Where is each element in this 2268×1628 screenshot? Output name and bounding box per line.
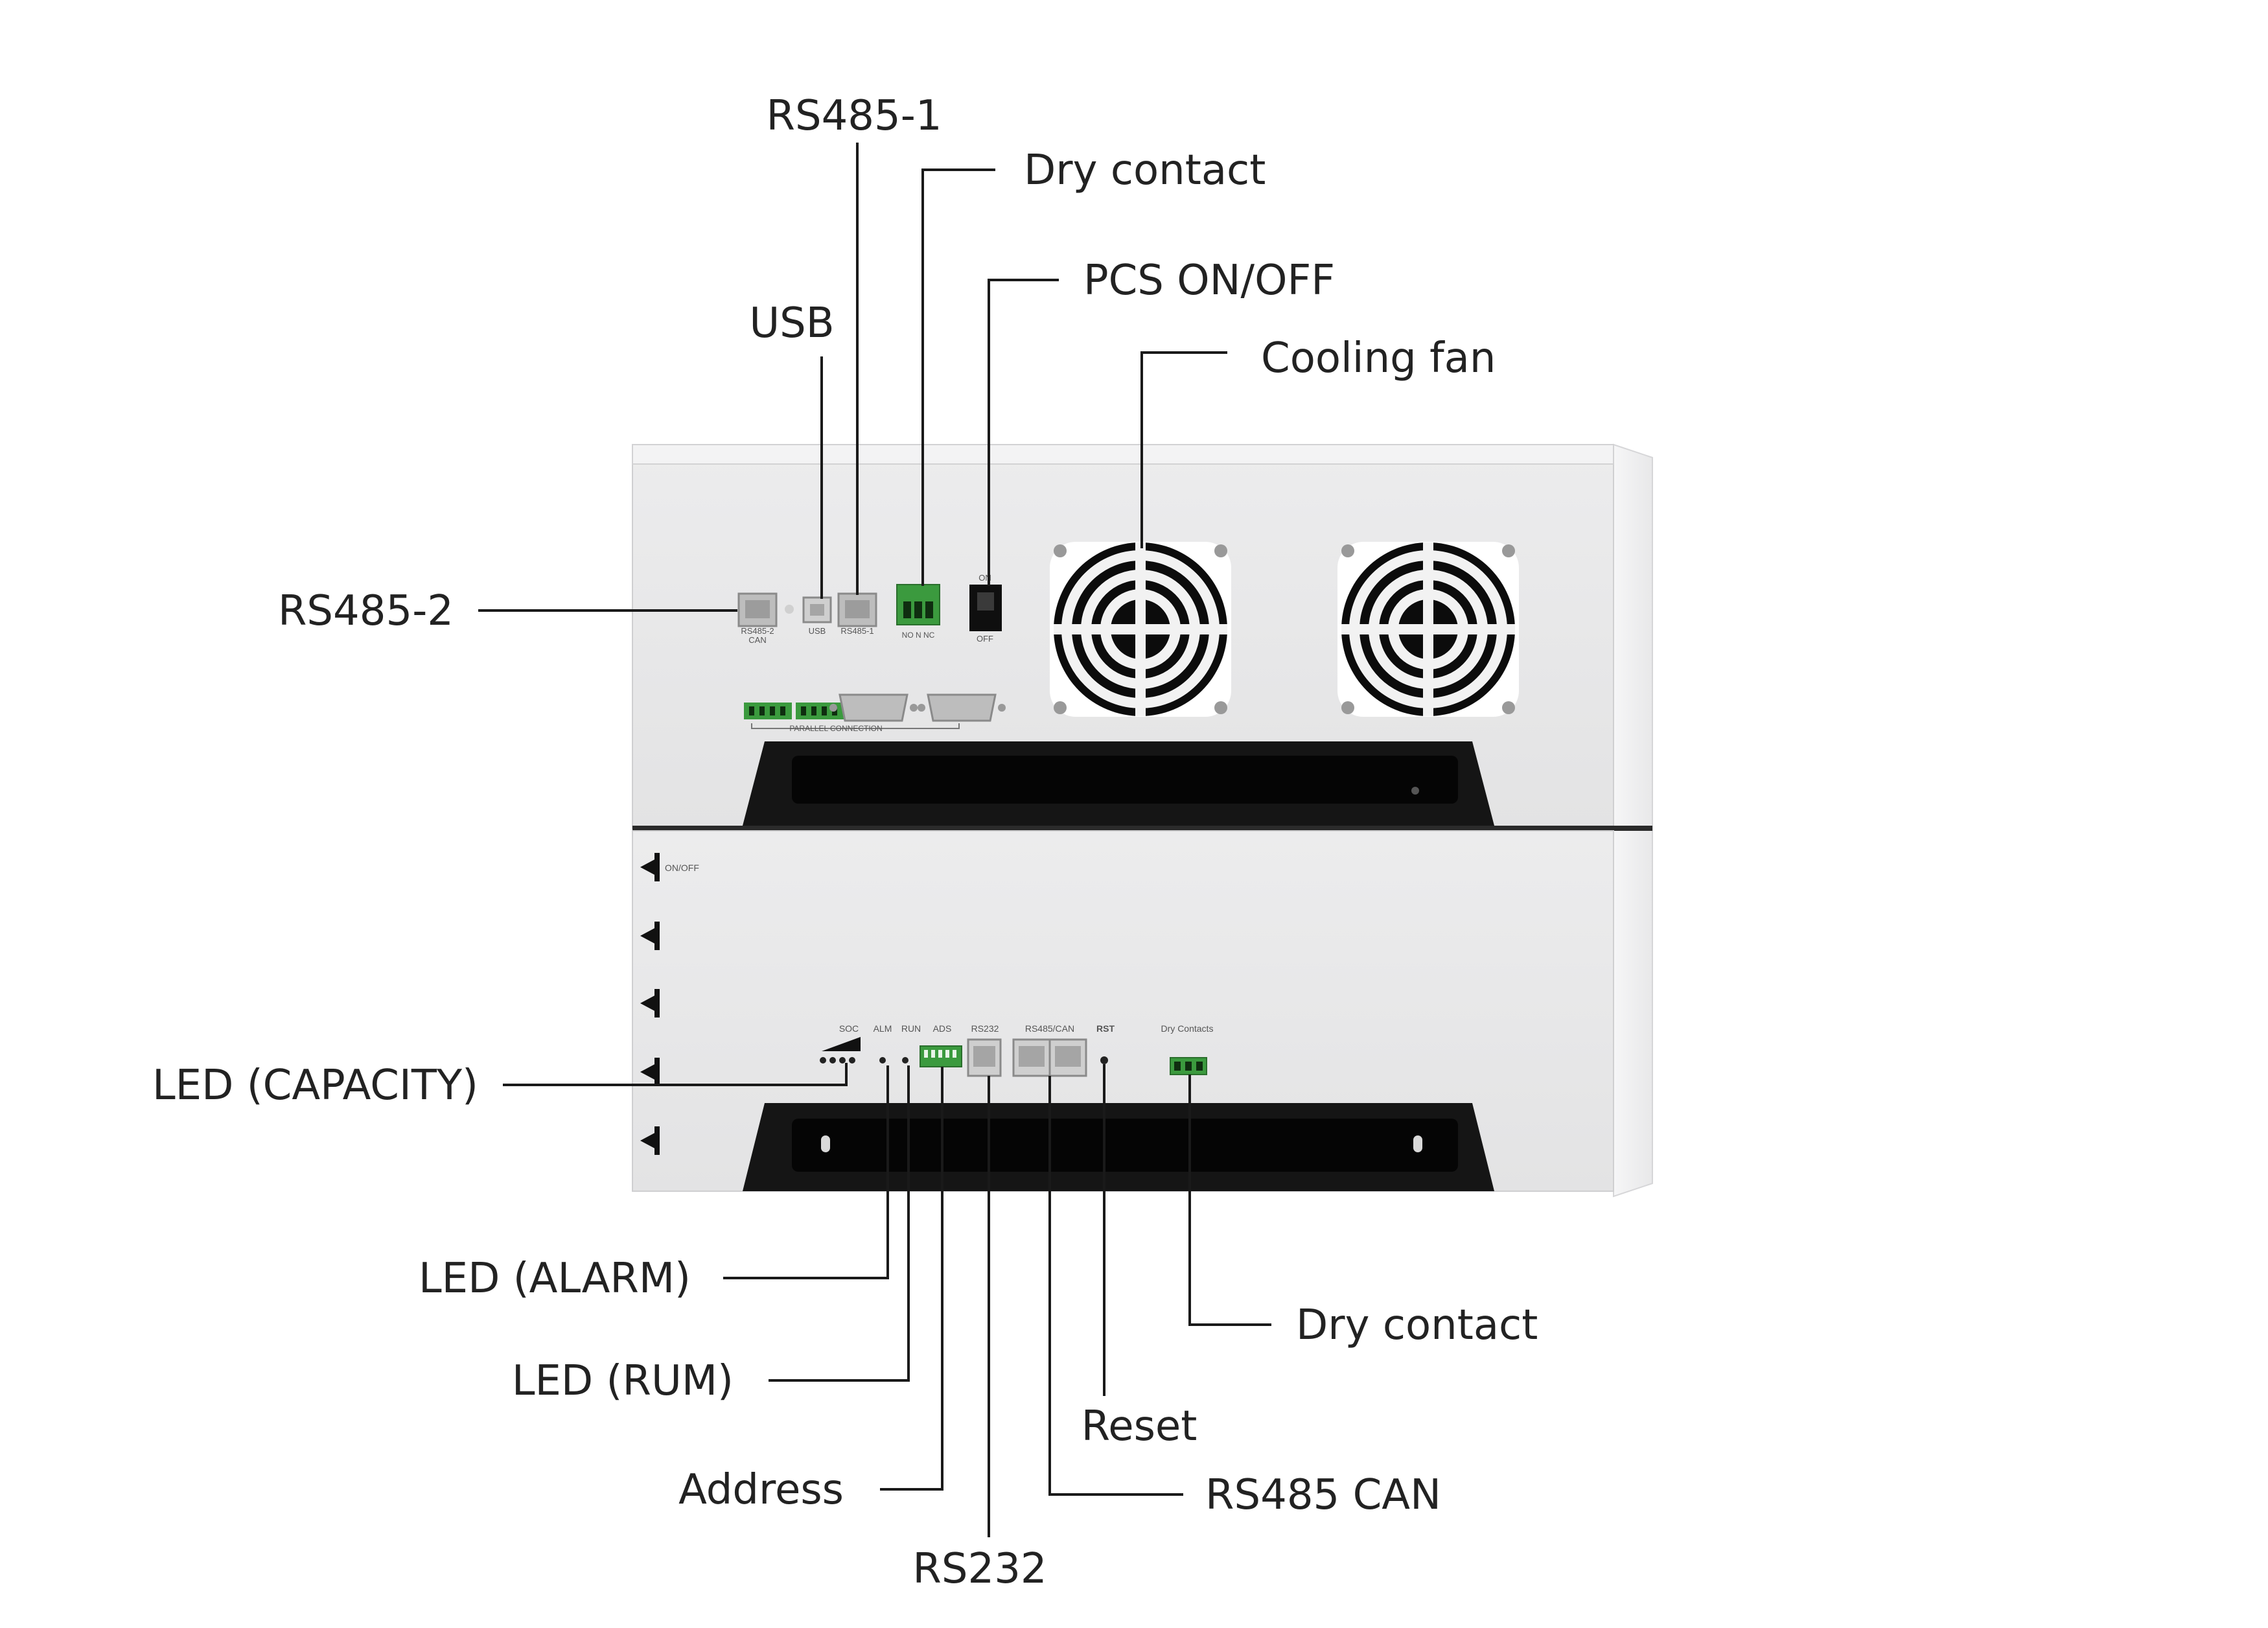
cabinet-side [1613,443,1653,1198]
rst-tag: RST [1096,1023,1115,1034]
cooling-fan-left-icon [1050,542,1231,717]
db9-port-right [918,693,1006,722]
screw-icon [785,605,794,614]
breaker-arrow-icon [640,922,660,950]
rs485-can-tag: RS485/CAN [1025,1023,1074,1034]
rs485-2-can-tag-line1: RS485-2 [741,626,774,636]
label-led-alarm: LED (ALARM) [419,1255,691,1303]
address-dip-switch [920,1045,962,1067]
label-rs485-1: RS485-1 [766,92,942,140]
soc-ramp-icon [822,1037,861,1051]
front-panel-tags: SOC ALM RUN ADS RS232 RS485/CAN RST Dry … [839,1023,1214,1034]
ads-tag: ADS [933,1023,952,1034]
parallel-connection-tag: PARALLEL CONNECTION [789,724,882,733]
dry-contact-terminal: NO N NC [896,584,940,640]
label-cooling-fan: Cooling fan [1261,334,1496,382]
leader-led-alarm [723,1065,889,1279]
breaker-arrow-icon [640,1058,660,1086]
leader-cooling-fan [1140,351,1227,548]
leader-dry-contact-bottom [1188,1075,1271,1326]
bottom-handle [743,1103,1494,1191]
callout-labels: RS485-1 Dry contact PCS ON/OFF USB Cooli… [152,92,1538,1593]
label-usb: USB [749,299,834,347]
leader-rs485-can [1048,1076,1183,1496]
pcs-switch: ON OFF [969,573,1002,644]
usb-tag: USB [809,626,826,636]
label-led-capacity: LED (CAPACITY) [152,1062,478,1110]
leader-led-rum [769,1065,910,1382]
label-rs485-2: RS485-2 [278,587,454,635]
leader-address [880,1067,943,1491]
leader-pcs-on-off [988,279,1059,586]
label-dry-contact-top: Dry contact [1024,146,1266,194]
top-module-lip [632,444,1614,465]
rs485-1-tag: RS485-1 [840,626,874,636]
rs485-2-can-tag-line2: CAN [748,635,766,645]
rs485-2-can-port: RS485-2 CAN [737,592,778,645]
switch-off-tag: OFF [977,634,993,644]
soc-tag: SOC [839,1023,859,1034]
rs232-port [967,1038,1002,1077]
dry-contacts-terminal [1170,1057,1207,1075]
parallel-connection: PARALLEL CONNECTION [744,693,1006,733]
label-led-rum: LED (RUM) [512,1357,734,1405]
label-address: Address [678,1466,844,1514]
dry-contacts-tag: Dry Contacts [1161,1023,1214,1034]
leader-dry-contact-top [921,169,995,586]
leader-led-capacity [503,1063,848,1086]
alarm-led [879,1057,886,1064]
label-reset: Reset [1082,1402,1198,1450]
label-rs232: RS232 [912,1545,1047,1593]
nc-n-nc-tag: NO N NC [902,631,935,640]
run-led [902,1057,908,1064]
rs485-1-port: RS485-1 [837,592,877,636]
alm-tag: ALM [874,1023,892,1034]
label-dry-contact-bottom: Dry contact [1296,1301,1538,1349]
db9-port-left [829,693,918,722]
run-tag: RUN [901,1023,921,1034]
soc-leds [820,1057,855,1064]
rs232-tag: RS232 [971,1023,999,1034]
top-handle [743,741,1494,826]
battery-cabinet: RS485-2 CAN USB RS485-1 NO N NC ON OFF [632,443,1653,1198]
breaker-arrow-icon [640,989,660,1018]
on-off-tag: ON/OFF [665,863,699,873]
label-rs485-can: RS485 CAN [1205,1471,1441,1519]
breaker-arrow-icon [640,1126,660,1155]
breaker-arrow-icon [640,853,660,881]
module-seam [632,826,1652,831]
leader-lines [478,143,1271,1537]
cooling-fan-right-icon [1337,542,1519,717]
rs485-can-ports [1012,1038,1087,1077]
breaker-arrows: ON/OFF [640,853,699,1155]
reset-button [1100,1056,1108,1064]
usb-port: USB [802,596,832,636]
label-pcs-on-off: PCS ON/OFF [1083,257,1335,305]
